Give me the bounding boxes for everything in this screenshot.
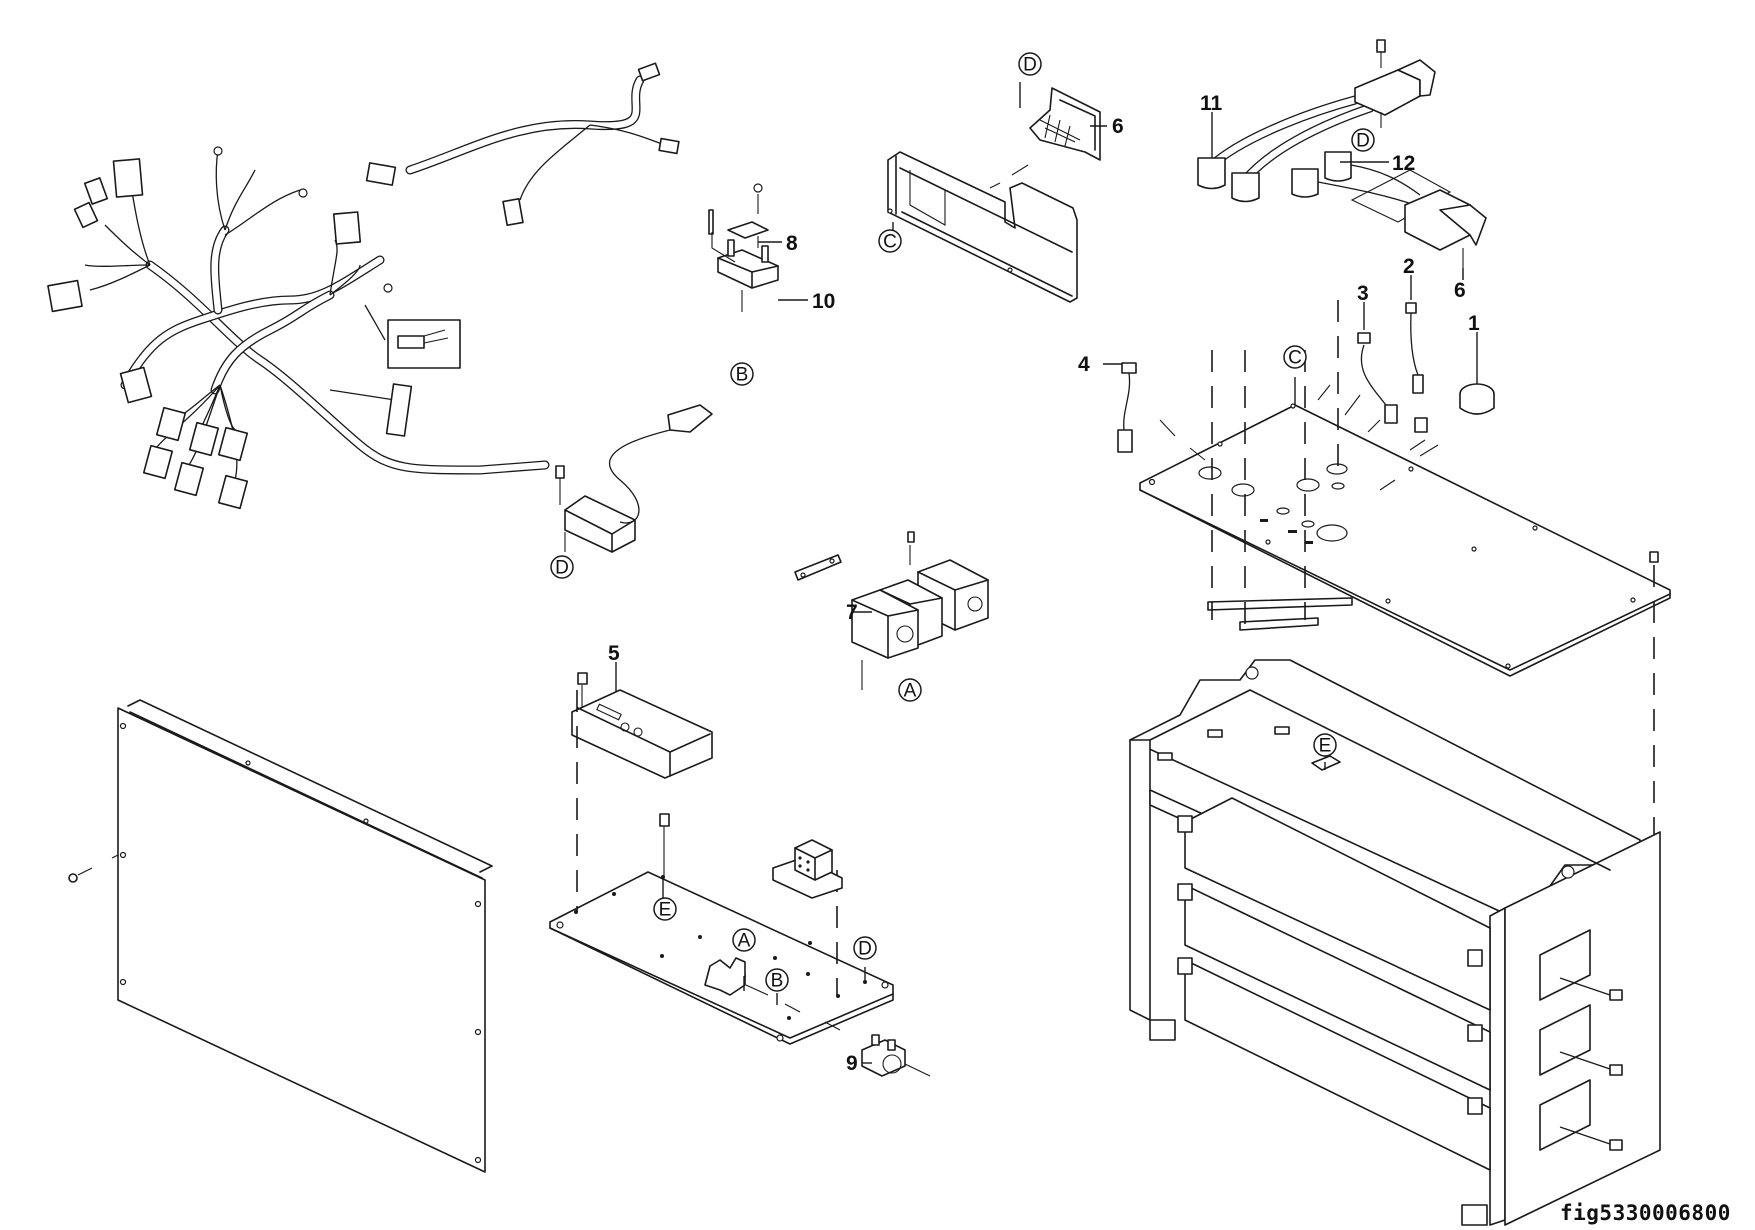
marker-b-base: B <box>765 968 789 992</box>
callouts: 1 2 3 4 5 6 6 7 8 9 10 11 12 <box>608 92 1480 1075</box>
screw-icon <box>1376 39 1386 53</box>
terminal-icon <box>1177 815 1193 833</box>
svg-text:A: A <box>738 931 751 952</box>
callout-6-connector: 6 <box>1454 279 1466 302</box>
marker-b-fuse: B <box>730 362 754 386</box>
battery-chassis <box>1129 659 1661 1226</box>
svg-text:D: D <box>858 939 872 960</box>
svg-text:C: C <box>883 232 897 253</box>
screw-icon <box>68 873 78 883</box>
marker-c-frame: C <box>878 229 902 253</box>
leader-lines <box>615 82 1478 1064</box>
callout-5: 5 <box>608 642 620 665</box>
base-plate <box>549 690 894 1045</box>
svg-text:A: A <box>904 681 917 702</box>
wire-harness <box>47 62 680 510</box>
marker-d-base: D <box>853 936 877 960</box>
callout-12: 12 <box>1392 152 1415 175</box>
charging-socket <box>989 87 1101 189</box>
terminal-icon <box>1467 1097 1483 1115</box>
terminal-icon <box>1177 957 1193 975</box>
callout-8: 8 <box>786 232 798 255</box>
top-panel <box>1139 300 1671 855</box>
callout-6-socket: 6 <box>1112 115 1124 138</box>
svg-text:E: E <box>659 900 672 921</box>
svg-text:D: D <box>1356 131 1370 152</box>
callout-1: 1 <box>1468 312 1480 335</box>
cable-gland-icon <box>1414 417 1428 433</box>
marker-c-plate: C <box>1283 345 1307 369</box>
control-card <box>571 672 713 779</box>
terminal-icon <box>1467 1024 1483 1042</box>
fuse-holder <box>708 183 779 312</box>
marker-d-socket: D <box>1018 52 1042 76</box>
terminal-clamp <box>861 1034 931 1077</box>
marker-e-chassis: E <box>1313 733 1337 757</box>
marker-d-module: D <box>550 555 574 579</box>
callout-10: 10 <box>812 290 835 313</box>
solenoid-valve <box>794 531 989 690</box>
frame-bracket <box>887 151 1078 303</box>
svg-text:B: B <box>736 365 749 386</box>
marker-d-cable: D <box>1351 128 1375 152</box>
battery-cable-assembly <box>1197 39 1487 280</box>
marker-a-base: A <box>732 928 756 952</box>
callout-3: 3 <box>1357 282 1369 305</box>
callout-7: 7 <box>846 601 858 624</box>
marker-a-solenoid: A <box>898 678 922 702</box>
marker-e-base: E <box>653 897 677 921</box>
svg-text:B: B <box>771 971 784 992</box>
side-panel <box>68 699 493 1173</box>
plug-icon <box>1609 1139 1623 1151</box>
figure-caption: fig5330006800 <box>1560 1201 1731 1225</box>
terminal-icon <box>1177 883 1193 901</box>
gauge-and-leads <box>1117 302 1495 453</box>
callout-9: 9 <box>846 1052 858 1075</box>
svg-text:D: D <box>1023 55 1037 76</box>
screw-icon <box>907 531 915 543</box>
connection-markers: D C D B C D A E E A B D <box>550 52 1375 992</box>
screw-icon <box>659 813 670 827</box>
callout-11: 11 <box>1200 92 1223 115</box>
callout-4: 4 <box>1078 353 1090 376</box>
plug-icon <box>1609 1064 1623 1076</box>
svg-text:C: C <box>1288 348 1302 369</box>
svg-text:E: E <box>1319 736 1332 757</box>
screw-icon <box>577 672 588 685</box>
callout-2: 2 <box>1403 255 1415 278</box>
svg-text:D: D <box>555 558 569 579</box>
plug-icon <box>1609 989 1623 1001</box>
screw-icon <box>1649 551 1659 563</box>
terminal-icon <box>1467 949 1483 967</box>
remote-module <box>555 404 713 553</box>
